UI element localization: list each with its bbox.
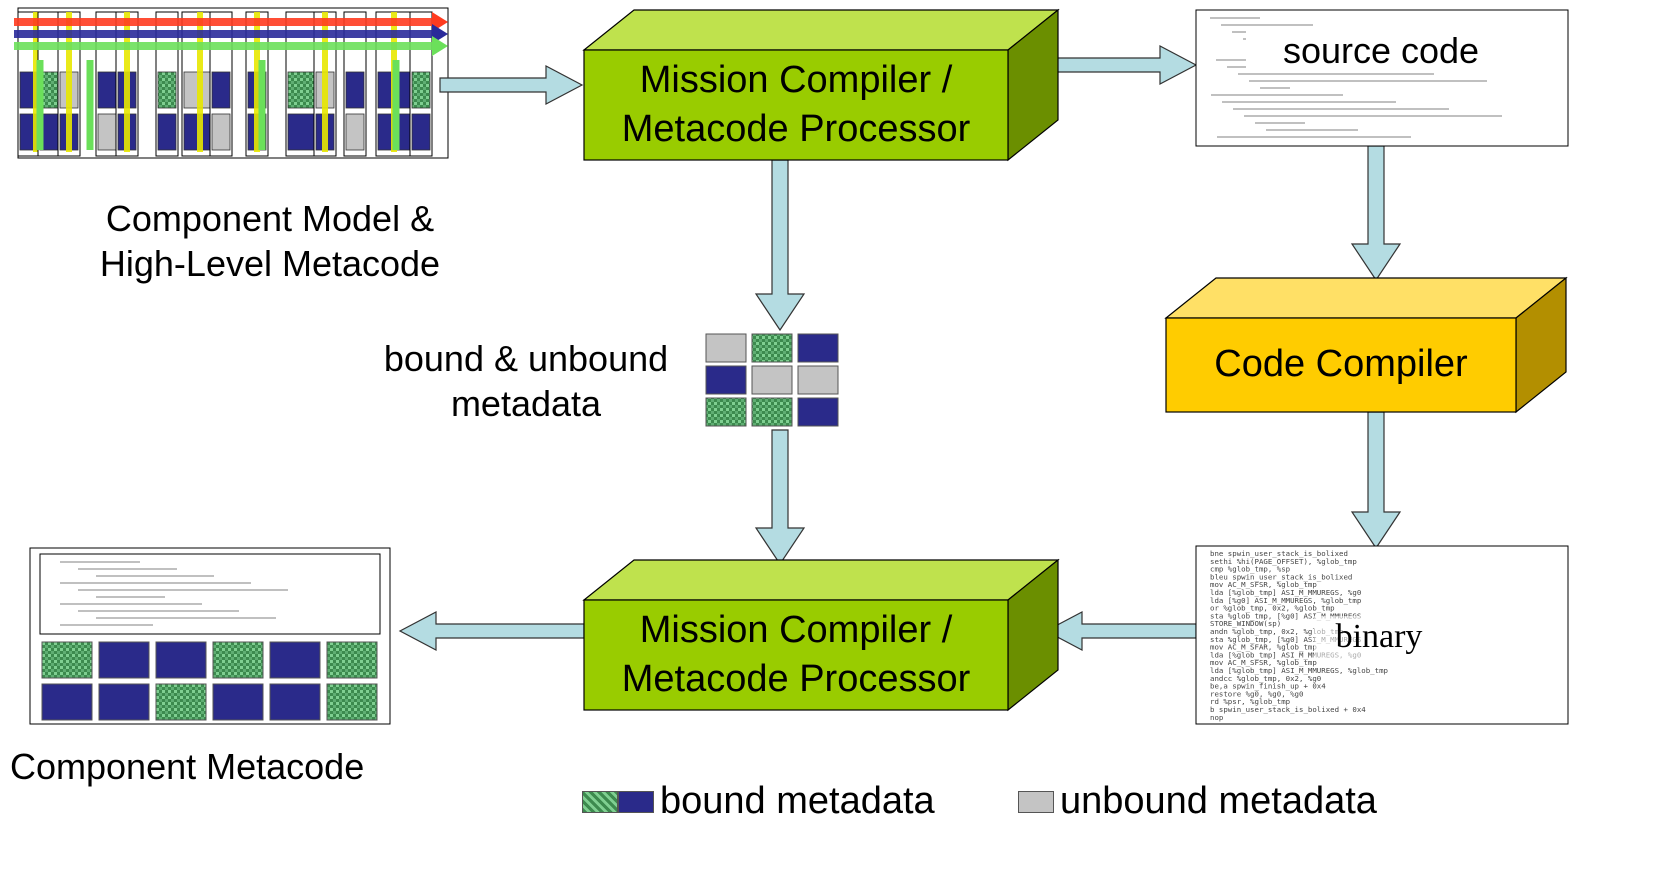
metadata-cell-gray: [797, 365, 839, 395]
model-yellow-bar: [33, 12, 39, 152]
bound-green-swatch: [582, 790, 618, 813]
binary-listing-line: be,a spwin_finish_up + 0x4: [1210, 682, 1326, 691]
binary-listing-line: cmp %glob_tmp, %sp: [1210, 565, 1290, 574]
binary-listing-line: sta %glob_tmp, [%g0] ASI_M_MMUREGS: [1210, 611, 1361, 620]
arrow-processor-to-metacode: [398, 611, 585, 651]
component-model-label-line1: Component Model &: [105, 198, 435, 239]
legend-unbound: unbound metadata: [1018, 780, 1377, 823]
bound-unbound-label: bound & unbound metadata: [356, 336, 696, 426]
source-code-label: source code: [1246, 28, 1516, 73]
mission-compiler-top-label: Mission Compiler / Metacode Processor: [584, 50, 1008, 160]
legend-unbound-text: unbound metadata: [1060, 780, 1377, 822]
legend-bound: bound metadata: [582, 780, 935, 823]
mission-compiler-bottom-line1: Mission Compiler /: [639, 608, 953, 651]
model-block: [211, 71, 231, 109]
code-compiler-label: Code Compiler: [1214, 343, 1468, 386]
component-metacode-thumbnail: [29, 547, 391, 725]
mission-compiler-top-line1: Mission Compiler /: [639, 58, 953, 101]
metadata-cell-navy: [797, 333, 839, 363]
metadata-cell-green: [751, 397, 793, 427]
model-block: [157, 113, 177, 151]
unbound-gray-swatch: [1018, 790, 1054, 813]
metacode-cell-navy: [98, 641, 150, 679]
metadata-cell-gray: [751, 365, 793, 395]
mission-compiler-bottom-box: [582, 558, 1060, 712]
metacode-cell-navy: [269, 683, 321, 721]
binary-listing-line: restore %g0, %g0, %g0: [1210, 689, 1303, 698]
component-model-label: Component Model & High-Level Metacode: [60, 196, 480, 286]
model-block: [345, 71, 365, 109]
metacode-cell-navy: [212, 683, 264, 721]
binary-listing-line: or %glob_tmp, 0x2, %glob_tmp: [1210, 604, 1335, 613]
binary-listing-line: sta %glob_tmp, [%g0] ASI_M_MMUREGS: [1210, 635, 1361, 644]
legend-bound-text: bound metadata: [660, 780, 935, 822]
binary-listing-line: lda [%g0] ASI_M_MMUREGS, %glob_tmp: [1210, 596, 1361, 605]
binary-listing-line: bne spwin_user_stack_is_bolixed: [1210, 549, 1348, 558]
binary-listing-line: lda [%glob_tmp] ASI_M_MMUREGS, %g0: [1210, 650, 1361, 659]
binary-listing-line: mov AC_M_SFSR, %glob_tmp: [1210, 658, 1317, 667]
arrow-compiler-to-binary: [1350, 411, 1402, 550]
model-block: [211, 113, 231, 151]
metadata-grid: [705, 333, 839, 427]
mission-compiler-bottom-label: Mission Compiler / Metacode Processor: [584, 600, 1008, 710]
binary-listing-line: rd %psr, %glob_tmp: [1210, 697, 1290, 706]
bound-unbound-label-line2: metadata: [450, 383, 602, 424]
arrow-model-to-processor: [439, 65, 584, 105]
metadata-cell-green: [705, 397, 747, 427]
model-yellow-bar: [322, 12, 328, 152]
binary-listing-line: nop: [1210, 713, 1223, 722]
model-yellow-bar: [254, 12, 260, 152]
model-flow-arrowhead: [432, 36, 448, 56]
model-yellow-bar: [66, 12, 72, 152]
binary-listing-line: andn %glob_tmp, 0x2, %glob_tmp: [1210, 627, 1344, 636]
code-compiler-box: [1164, 276, 1568, 414]
metadata-cell-green: [751, 333, 793, 363]
metacode-cell-green: [326, 641, 378, 679]
binary-listing-line: bleu spwin_user_stack_is_bolixed: [1210, 572, 1352, 581]
model-block: [345, 113, 365, 151]
metacode-cell-green: [41, 641, 93, 679]
bound-navy-swatch: [618, 790, 654, 813]
arrow-metadata-to-processor: [754, 429, 806, 566]
arrow-source-to-compiler: [1350, 145, 1402, 282]
mission-compiler-bottom-line2: Metacode Processor: [621, 658, 971, 700]
metacode-cell-navy: [98, 683, 150, 721]
metadata-cell-navy: [705, 365, 747, 395]
metacode-cell-navy: [41, 683, 93, 721]
binary-label: binary: [1314, 616, 1444, 659]
arrow-binary-to-processor: [1044, 611, 1197, 651]
binary-listing-line: sethi %hi(PAGE_OFFSET), %glob_tmp: [1210, 557, 1357, 566]
model-block: [411, 113, 431, 151]
binary-listing-line: b spwin_user_stack_is_bolixed + 0x4: [1210, 705, 1366, 714]
model-yellow-bar: [124, 12, 130, 152]
binary-listing-line: lda [%glob_tmp] ASI_M_MMUREGS, %glob_tmp: [1210, 666, 1388, 675]
binary-listing-line: mov AC_M_SFSR, %glob_tmp: [1210, 580, 1317, 589]
binary-listing-line: STORE_WINDOW(sp): [1210, 619, 1281, 628]
component-metacode-label: Component Metacode: [10, 746, 365, 787]
metadata-cell-navy: [797, 397, 839, 427]
metacode-cell-navy: [155, 641, 207, 679]
model-block: [411, 71, 431, 109]
mission-compiler-top-line2: Metacode Processor: [621, 108, 971, 150]
mission-compiler-top-box: [582, 8, 1060, 162]
binary-listing-line: mov AC_M_SFAR, %glob_tmp: [1210, 643, 1317, 652]
metacode-cell-green: [212, 641, 264, 679]
bound-unbound-label-line1: bound & unbound: [383, 338, 669, 379]
component-model-label-line2: High-Level Metacode: [99, 243, 441, 284]
binary-listing-line: lda [%glob_tmp] ASI_M_MMUREGS, %g0: [1210, 588, 1361, 597]
metadata-cell-gray: [705, 333, 747, 363]
metacode-cell-green: [326, 683, 378, 721]
component-model-thumbnail: [14, 7, 449, 159]
metacode-cell-navy: [269, 641, 321, 679]
arrow-processor-to-metadata: [754, 159, 806, 332]
model-block: [157, 71, 177, 109]
model-yellow-bar: [197, 12, 203, 152]
binary-listing-line: andcc %glob_tmp, 0x2, %g0: [1210, 674, 1321, 683]
metacode-cell-green: [155, 683, 207, 721]
